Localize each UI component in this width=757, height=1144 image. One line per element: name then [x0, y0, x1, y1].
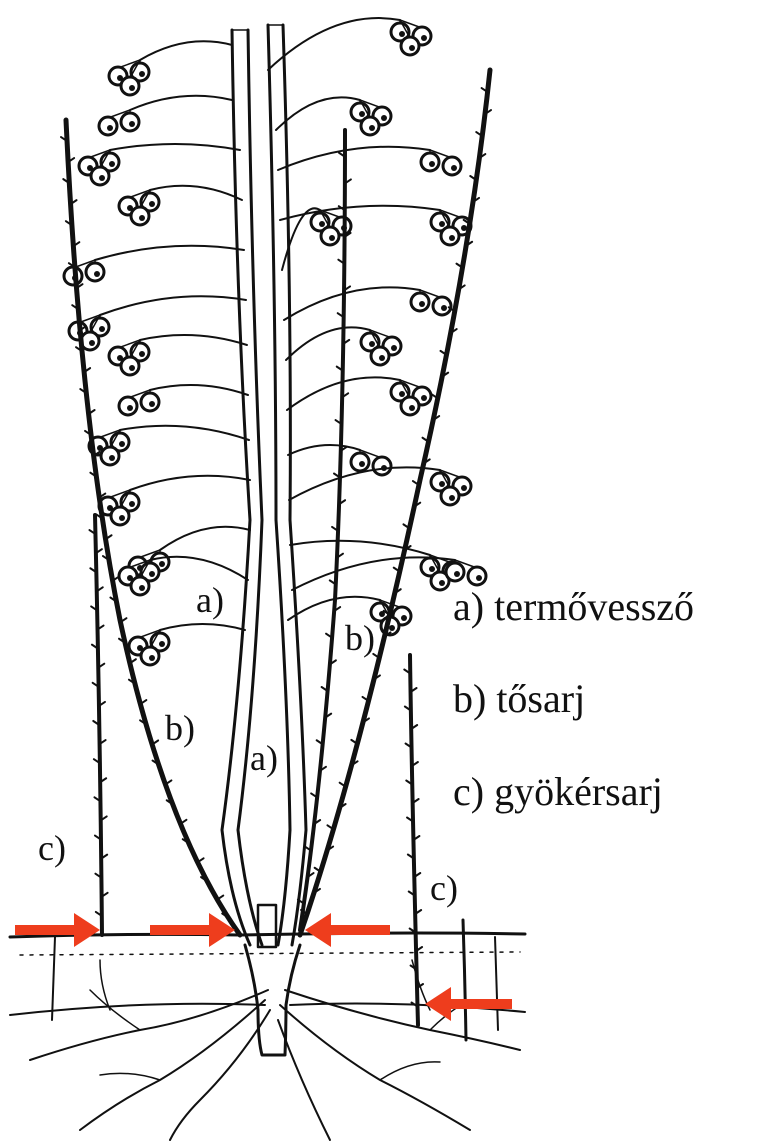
red-arrow [425, 987, 512, 1021]
label-a-lower: a) [250, 738, 278, 778]
fruit-lateral [119, 186, 242, 225]
rootstock [245, 905, 300, 1055]
fruit-lateral [290, 541, 461, 590]
berry [86, 260, 104, 281]
fruit-lateral [99, 96, 232, 135]
fruit-lateral [278, 147, 461, 175]
fruit-lateral [79, 144, 240, 185]
berry [351, 450, 369, 471]
legend-item-c: c) gyökérsarj [453, 769, 663, 814]
red-arrow [15, 913, 100, 947]
berry [141, 390, 159, 411]
fruit-lateral [280, 206, 471, 245]
label-c-right: c) [430, 868, 458, 908]
fruit-lateral [287, 377, 431, 415]
label-a-upper: a) [196, 580, 224, 620]
legend-item-b: b) tősarj [453, 676, 585, 721]
label-b-left: b) [165, 708, 195, 748]
label-b-right: b) [345, 618, 375, 658]
fruit-lateral [99, 476, 250, 525]
fruit-lateral [109, 335, 247, 375]
fruit-lateral [109, 41, 232, 95]
fruit-lateral [119, 385, 248, 415]
red-arrow [305, 913, 390, 947]
fruit-lateral [129, 624, 245, 665]
fruit-lateral [284, 287, 451, 320]
berry [421, 150, 439, 171]
fruit-lateral [276, 97, 391, 135]
label-c-left: c) [38, 828, 66, 868]
berry [411, 290, 429, 311]
root-system [10, 960, 525, 1140]
legend: a) termővessző b) tősarj c) gyökérsarj [453, 584, 694, 814]
fruit-lateral [69, 296, 246, 350]
fruit-lateral [89, 426, 249, 465]
legend-item-a: a) termővessző [453, 584, 694, 629]
red-arrow [150, 913, 235, 947]
fruit-lateral [268, 18, 431, 70]
berry [121, 110, 139, 131]
fruit-lateral [64, 246, 244, 285]
